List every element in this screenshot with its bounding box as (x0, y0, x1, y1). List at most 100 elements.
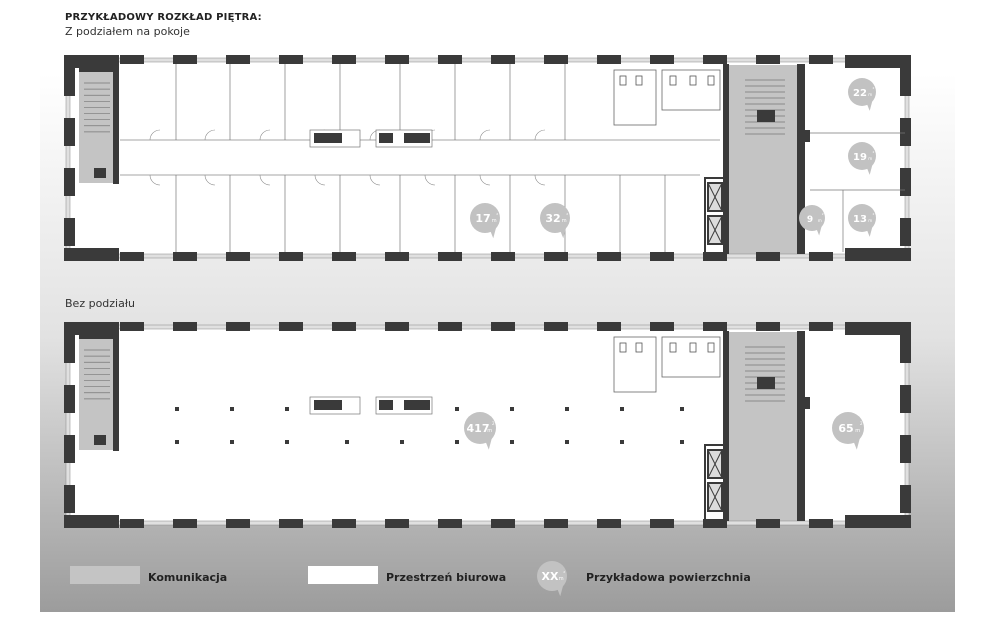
toilet-fixture (635, 342, 643, 353)
elevator-stair-core (84, 336, 810, 512)
wall-pier (900, 485, 911, 513)
plan-top-label: Z podziałem na pokoje (65, 25, 190, 38)
wall-pillar (332, 322, 356, 331)
area-bubble-value: 19 (853, 152, 867, 163)
area-bubble-unit: m (868, 218, 872, 223)
area-bubble-unit: m (487, 428, 492, 434)
wall-pier (900, 118, 911, 146)
wall-pillar (438, 519, 462, 528)
wall-pillar (544, 519, 568, 528)
wall-pillar (173, 252, 197, 261)
wall-pier (900, 335, 911, 363)
area-bubble-superscript: 2 (873, 212, 875, 216)
toilet-fixture (689, 342, 697, 353)
door-swing (149, 129, 161, 141)
communication-core (727, 332, 797, 522)
wall-pier (64, 118, 75, 146)
wall-pier (900, 68, 911, 96)
area-bubble-tail (853, 437, 860, 450)
column (455, 407, 459, 411)
column (285, 407, 289, 411)
stair-wall (79, 333, 119, 339)
column (175, 440, 179, 444)
area-bubble-superscript: 2 (822, 212, 824, 216)
column (345, 440, 349, 444)
column (620, 440, 624, 444)
desk (404, 400, 430, 410)
toilet-fixture (707, 75, 715, 86)
elevator-cross (707, 482, 723, 512)
wall-pillar (809, 322, 833, 331)
door-swing (479, 174, 491, 186)
wall-pillar (544, 55, 568, 64)
wall-pillar (756, 252, 780, 261)
area-bubble-circle (848, 204, 876, 232)
wall-pillar (756, 519, 780, 528)
area-bubble-tail (485, 437, 492, 450)
wall-pillar (279, 322, 303, 331)
elevator-cross (707, 182, 723, 212)
toilet-fixture (707, 342, 715, 353)
restroom (661, 336, 721, 378)
restroom (613, 69, 657, 126)
wall-pillar (544, 322, 568, 331)
wall-pillar (597, 252, 621, 261)
wall-pier (64, 218, 75, 246)
wall-pillar (226, 252, 250, 261)
wall-pillar (438, 322, 462, 331)
elevator-cross (707, 215, 723, 245)
restroom (613, 336, 657, 393)
wall-pillar (491, 322, 515, 331)
area-bubble-unit: m (492, 218, 497, 224)
area-bubble-unit: m (868, 92, 872, 97)
area-bubble-circle (464, 412, 496, 444)
legend-label-office: Przestrzeń biurowa (386, 571, 507, 584)
room-partitions (120, 64, 905, 252)
area-bubble-superscript: 2 (563, 570, 565, 574)
area-bubble-value: 13 (853, 214, 867, 225)
wall-pillar (332, 252, 356, 261)
column (175, 407, 179, 411)
wall-pillar (809, 519, 833, 528)
stair-landing-block (757, 110, 775, 122)
plan-bottom-label: Bez podziału (65, 297, 135, 310)
stair-landing-block (94, 168, 106, 178)
wall-pillar (279, 252, 303, 261)
wall-pillar (173, 322, 197, 331)
toilet-fixture (619, 75, 627, 86)
door-swing (204, 174, 216, 186)
area-bubble-value: 17 (475, 212, 490, 225)
wall-pillar (650, 252, 674, 261)
core-wall (704, 444, 726, 522)
wall-block (800, 130, 810, 142)
wall-pillar (491, 55, 515, 64)
wall-pier (900, 218, 911, 246)
wall-pillar (332, 55, 356, 64)
core-wall (723, 331, 729, 521)
toilet-fixture (669, 342, 677, 353)
wall-pillar (650, 519, 674, 528)
column (510, 407, 514, 411)
area-bubble-value: XX (542, 570, 559, 583)
column (230, 407, 234, 411)
column (230, 440, 234, 444)
wall-pillar (756, 322, 780, 331)
desk (314, 133, 342, 143)
door-swing (479, 129, 491, 141)
outer-walls (64, 55, 911, 261)
stair-landing-block (757, 377, 775, 389)
wall-pillar (173, 519, 197, 528)
wall-block (800, 397, 810, 409)
area-bubble-value: 32 (545, 212, 560, 225)
columns (175, 396, 684, 444)
area-bubble-unit: m (818, 218, 822, 223)
core-wall (723, 64, 729, 254)
column (565, 407, 569, 411)
wall-pillar (226, 519, 250, 528)
